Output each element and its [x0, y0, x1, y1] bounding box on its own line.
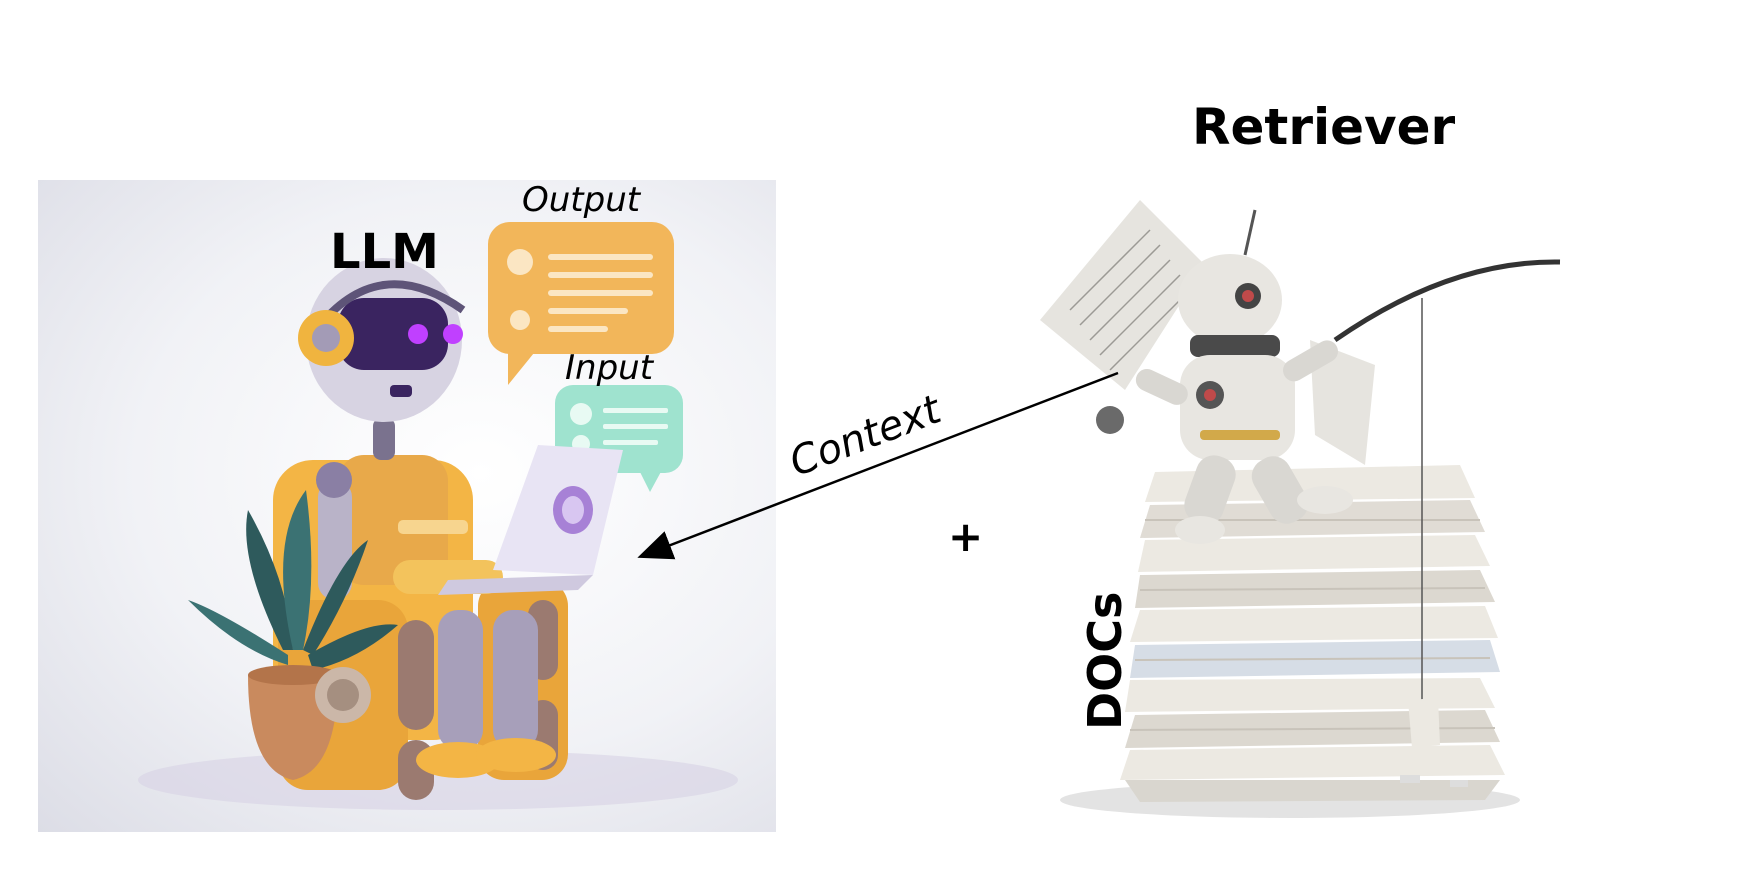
laptop-icon — [438, 445, 623, 595]
plant-icon — [188, 490, 398, 780]
input-label: Input — [565, 348, 654, 388]
llm-label: LLM — [330, 224, 439, 280]
paper-stack-icon — [1060, 465, 1520, 818]
retriever-robot-icon — [1096, 209, 1353, 544]
retriever-label: Retriever — [1192, 98, 1456, 156]
plus-sign: + — [948, 512, 984, 561]
docs-label: DOCs — [1078, 591, 1132, 730]
output-bubble-icon — [488, 222, 674, 385]
retriever-illustration — [1030, 190, 1690, 830]
output-label: Output — [522, 180, 641, 220]
robot-fishing-icon — [1040, 200, 1561, 818]
context-label: Context — [783, 386, 947, 486]
robot-laptop-icon — [138, 222, 738, 810]
